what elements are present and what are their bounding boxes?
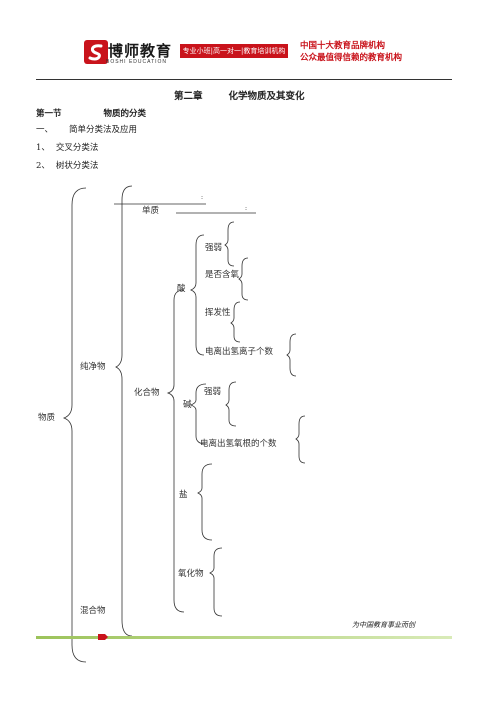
outline-text: 树状分类法 [55, 161, 99, 171]
base-sub-brace [295, 415, 306, 464]
chapter-heading: 第二章 化学物质及其变化 [174, 88, 305, 102]
tree-acid-label: 酸 [177, 284, 186, 294]
chapter-number: 第二章 [174, 91, 203, 102]
tree-acid-item: 是否含氧 [205, 270, 240, 280]
tree-acid-item: 挥发性 [205, 308, 231, 318]
acid-sub-brace [230, 301, 241, 343]
tree-compound-label: 化合物 [134, 388, 160, 398]
outline-num: 2、 [36, 161, 50, 171]
tree-oxide-label: 氧化物 [178, 569, 204, 579]
tree-acid-item: 强弱 [205, 243, 223, 253]
header-divider [36, 79, 452, 80]
acid-sub-brace [238, 257, 249, 301]
tree-element-label: 单质 [142, 206, 160, 216]
tree-colon: : [201, 194, 204, 201]
acid-sub-brace [286, 333, 297, 377]
tree-acid-item: 电离出氢离子个数 [205, 347, 274, 357]
tree-colon: : [245, 205, 248, 212]
footer-slogan: 为中国教育事业而创 [352, 621, 415, 629]
footer-bar [36, 636, 452, 639]
acid-sub-brace [224, 221, 235, 267]
base-sub-brace [225, 381, 237, 427]
outline-line-1: 一、 简单分类法及应用 [36, 123, 137, 135]
outline-num: 1、 [36, 143, 50, 153]
brand-slogan: 专业小班|高一对一|教育培训机构 [180, 44, 288, 58]
base-brace [189, 383, 207, 445]
brand-name: 博师教育 [108, 42, 173, 60]
root-brace [62, 187, 87, 663]
tree-base-label: 碱 [183, 400, 192, 410]
compound-brace [166, 289, 185, 613]
tree-root-label: 物质 [38, 413, 56, 423]
section-heading: 第一节 物质的分类 [36, 107, 146, 119]
brand-tagline-line2: 公众最值得信赖的教育机构 [300, 53, 403, 63]
section-label: 第一节 [36, 109, 62, 119]
outline-num: 一、 [36, 125, 54, 135]
pure-brace [115, 185, 133, 637]
oxide-brace [209, 547, 223, 617]
outline-line-3: 2、树状分类法 [36, 159, 98, 171]
outline-text: 简单分类法及应用 [69, 125, 138, 135]
tree-pure-label: 纯净物 [80, 362, 106, 372]
section-title: 物质的分类 [103, 109, 147, 119]
tree-salt-label: 盐 [179, 490, 188, 500]
brand-tagline-line1: 中国十大教育品牌机构 [300, 41, 386, 51]
tree-base-item: 强弱 [204, 387, 222, 397]
tree-mixture-label: 混合物 [80, 606, 106, 616]
tree-base-item: 电离出氢氧根的个数 [200, 439, 277, 449]
chapter-title: 化学物质及其变化 [228, 91, 305, 102]
brand-tagline: 中国十大教育品牌机构 公众最值得信赖的教育机构 [300, 40, 402, 64]
acid-brace [189, 234, 205, 356]
salt-brace [197, 463, 213, 541]
outline-line-2: 1、交叉分类法 [36, 141, 98, 153]
footer-arrow-icon [98, 634, 108, 640]
outline-text: 交叉分类法 [55, 143, 99, 153]
brand-logo-icon [84, 40, 108, 64]
brand-subtitle: BOSHI EDUCATION [106, 59, 168, 65]
